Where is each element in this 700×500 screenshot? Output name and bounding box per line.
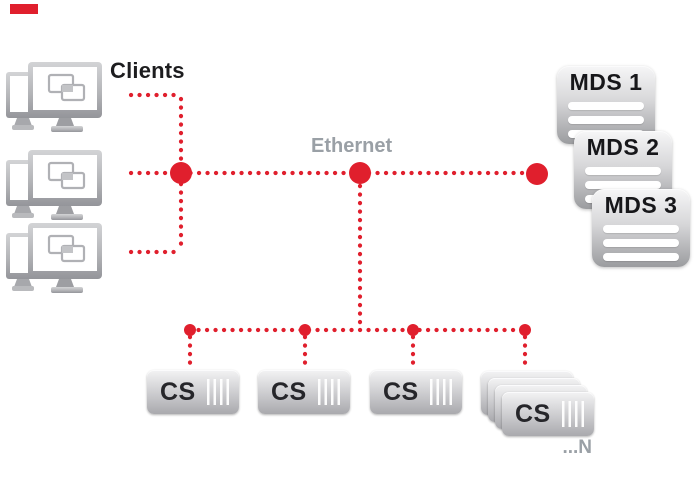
cs-server-box: CS [502,392,594,436]
client-monitor-icon [4,148,104,222]
cs-server-box: CS [370,370,462,414]
cs-server-box: CS [258,370,350,414]
document-text-line [585,181,661,189]
cs-label: CS [383,378,419,406]
ethernet-label: Ethernet [311,135,393,157]
mds-document-icon: MDS 3 [592,189,690,267]
junction-node-dot-center [349,162,371,184]
junction-node-dot-cs1 [184,324,196,336]
junction-node-dot-cs4 [519,324,531,336]
junction-node-dot-cs3 [407,324,419,336]
mds-label: MDS 2 [586,134,660,160]
mds-label: MDS 1 [569,69,643,95]
document-text-line [603,253,679,261]
server-grille-icon [207,379,232,405]
client-monitor-icon [4,60,104,134]
document-text-line [585,167,661,175]
server-grille-icon [562,401,587,427]
clients-label: Clients [110,58,185,83]
client-monitor-icon [4,221,104,295]
document-text-line [603,225,679,233]
junction-node-dot-cs2 [299,324,311,336]
junction-node-dot-right [526,163,548,185]
more-servers-label: ...N [562,437,592,458]
cs-label: CS [515,400,551,428]
server-grille-icon [430,379,455,405]
red-accent-bar [10,4,38,14]
server-grille-icon [318,379,343,405]
document-text-line [603,239,679,247]
document-text-line [568,102,644,110]
junction-node-dot-clients [170,162,192,184]
mds-label: MDS 3 [604,192,678,218]
document-text-line [568,116,644,124]
cs-label: CS [271,378,307,406]
cs-server-box: CS [147,370,239,414]
cs-label: CS [160,378,196,406]
